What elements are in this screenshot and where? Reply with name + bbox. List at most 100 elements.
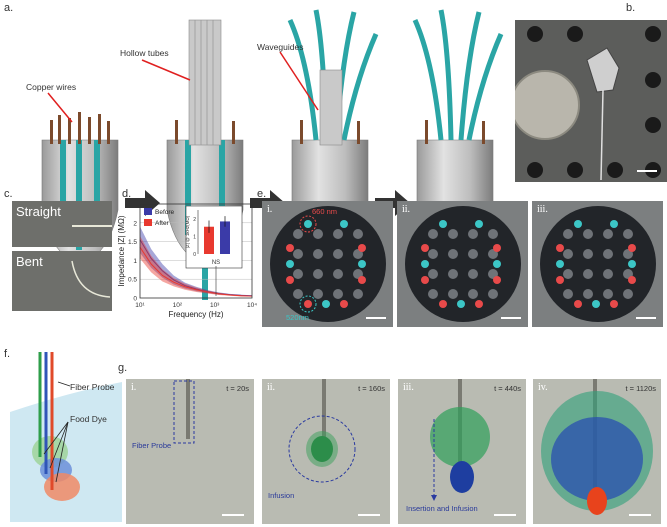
coin-image <box>515 70 580 140</box>
y-tick-label: 0 <box>133 296 137 303</box>
inset-ns-label: NS <box>212 260 220 266</box>
fiber-probe-label-f: Fiber Probe <box>70 382 115 392</box>
panel-b-label: b. <box>626 2 636 14</box>
x-tick-label: 10⁴ <box>247 302 257 309</box>
series-band <box>140 235 252 297</box>
red-led-spot <box>421 244 429 252</box>
panel-g-roman: i. <box>131 382 137 393</box>
fiber-spot <box>353 229 363 239</box>
panel-c-label: c. <box>4 188 13 200</box>
bent-label: Bent <box>16 254 43 269</box>
inset-y-tick: 1 <box>193 234 196 240</box>
panel-a-label: a. <box>4 2 14 14</box>
fiber-spot <box>563 229 573 239</box>
scale-bar <box>637 170 657 172</box>
legend-label: Before <box>155 209 175 216</box>
red-led-spot <box>421 276 429 284</box>
y-axis-label: Impedance |Z| (MΩ) <box>117 215 126 286</box>
fiber-spot <box>313 269 323 279</box>
panel-g-label: g. <box>118 362 128 374</box>
fiber-spot <box>313 249 323 259</box>
x-tick-label: 10¹ <box>135 302 145 309</box>
cyan-led-spot <box>592 300 600 308</box>
panel-e-roman: iii. <box>537 204 548 215</box>
fiber-spot <box>468 229 478 239</box>
inset-y-tick: 2 <box>193 217 196 223</box>
copper-wires-label: Copper wires <box>26 82 77 92</box>
panel-g-roman: ii. <box>267 382 276 393</box>
x-tick-label: 10² <box>173 302 183 309</box>
fiber-spot <box>293 269 303 279</box>
cyan-led-spot <box>439 220 447 228</box>
fiber-array-photo: ii. <box>397 201 528 327</box>
legend-label: After <box>155 220 170 227</box>
scale-bar <box>366 317 386 319</box>
fiber-spot <box>448 289 458 299</box>
time-label: t = 1120s <box>625 384 656 393</box>
fiber-spot <box>333 229 343 239</box>
fiber-spot <box>488 229 498 239</box>
panel-f-label: f. <box>4 348 11 360</box>
cyan-led-spot <box>493 260 501 268</box>
cyan-led-spot <box>304 220 312 228</box>
inset-bar <box>204 226 214 254</box>
fiber-spot <box>428 289 438 299</box>
fiber-array-photo: iii. <box>532 201 663 327</box>
fiber-spot <box>583 249 593 259</box>
red-led-spot <box>286 276 294 284</box>
red-led-spot <box>610 300 618 308</box>
fiber-spot <box>313 229 323 239</box>
cyan-led-spot <box>322 300 330 308</box>
cyan-led-spot <box>421 260 429 268</box>
cyan-led-spot <box>610 220 618 228</box>
straight-photo: Straight <box>12 201 112 247</box>
time-label: t = 440s <box>494 384 521 393</box>
red-led-spot <box>340 300 348 308</box>
straight-label: Straight <box>16 204 61 219</box>
fiber-spot <box>583 289 593 299</box>
fiber-spot <box>353 289 363 299</box>
x-tick-label: 10³ <box>210 302 220 309</box>
fiber-spot <box>583 229 593 239</box>
red-led-spot <box>439 300 447 308</box>
fiber-spot <box>293 249 303 259</box>
legend-swatch <box>144 219 152 226</box>
food-dye-diagram <box>10 352 122 522</box>
inset-y-label: |Z| @ 1kHz(MΩ) <box>185 215 190 248</box>
scale-bar <box>494 514 516 516</box>
red-led-spot <box>628 276 636 284</box>
fiber-spot <box>333 249 343 259</box>
insertion-infusion-label: Insertion and Infusion <box>406 504 478 513</box>
food-dye-label: Food Dye <box>70 414 107 424</box>
fiber-spot <box>603 229 613 239</box>
cyan-led-spot <box>574 220 582 228</box>
scale-bar <box>501 317 521 319</box>
fiber-spot <box>563 289 573 299</box>
fiber-spot <box>468 249 478 259</box>
fiber-spot <box>333 269 343 279</box>
fiber-spot <box>488 289 498 299</box>
cyan-led-spot <box>628 260 636 268</box>
bent-photo: Bent <box>12 251 112 311</box>
red-led-spot <box>358 276 366 284</box>
series-line <box>139 246 253 297</box>
fiber-spot <box>313 289 323 299</box>
cyan-led-spot <box>358 260 366 268</box>
fiber-spot <box>603 289 613 299</box>
probe-photo <box>515 20 667 182</box>
fiber-spot <box>428 269 438 279</box>
y-tick-label: 0.5 <box>128 277 137 284</box>
panel-d-label: d. <box>122 188 132 200</box>
scale-bar <box>629 514 651 516</box>
panel-g-roman: iii. <box>403 382 414 393</box>
inset-y-tick: 0 <box>193 252 196 258</box>
fiber-spot <box>293 289 303 299</box>
cyan-led-spot <box>457 300 465 308</box>
y-tick-label: 1 <box>133 258 137 265</box>
red-led-spot <box>358 244 366 252</box>
cyan-led-spot <box>475 220 483 228</box>
red-wavelength-label: 660 nm <box>312 207 338 216</box>
cyan-led-spot <box>286 260 294 268</box>
